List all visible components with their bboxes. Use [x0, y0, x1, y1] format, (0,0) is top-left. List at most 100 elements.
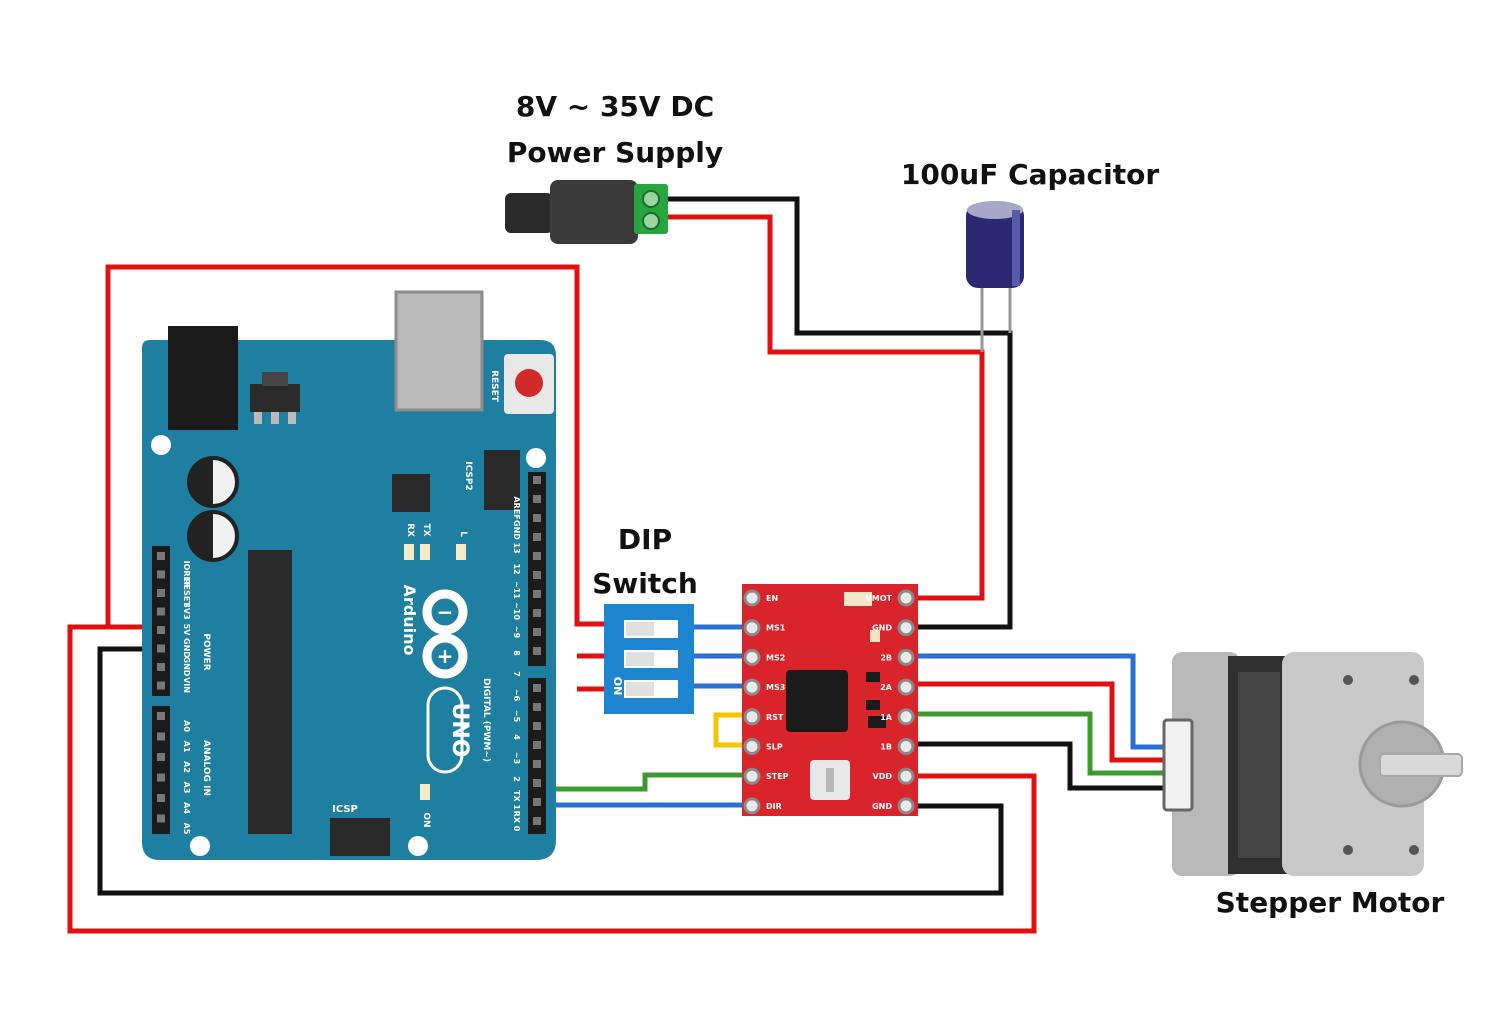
- power-header-pin: [157, 626, 165, 634]
- dip-position-label: 3: [663, 685, 677, 693]
- driver-resistor-1: [844, 592, 872, 606]
- driver-left-pin-label: RST: [766, 713, 784, 722]
- power-header-pin: [157, 552, 165, 560]
- driver-left-pin: [743, 589, 761, 607]
- voltage-regulator: [250, 384, 300, 412]
- power-pin-label: 3V3: [182, 602, 191, 619]
- analog-pin-label: A3: [182, 782, 191, 794]
- terminal-screw-1: [642, 190, 660, 208]
- icsp-header: [330, 818, 390, 856]
- gnd-label: GND: [512, 520, 521, 540]
- digital-header-low-pin: [533, 703, 541, 711]
- power-pin-label: VIN: [182, 677, 191, 693]
- uno-logo-outline: [426, 686, 464, 774]
- power-pin-label: 5V: [182, 624, 191, 637]
- power-jack-plug: [505, 193, 553, 233]
- motor-screw-1: [1343, 675, 1353, 685]
- capacitor: [966, 201, 1024, 288]
- usb-port: [394, 290, 484, 412]
- dip-switch-label-line1: DIP: [617, 523, 673, 556]
- power-jack: [505, 180, 668, 244]
- header-pins: [157, 476, 541, 825]
- driver-left-pin-label: MS3: [766, 683, 785, 692]
- analog-header-pin: [157, 773, 165, 782]
- power-pin-label: IOREF: [182, 561, 191, 588]
- power-pin-label: GND: [182, 657, 191, 677]
- dip-switch: 123 ON: [604, 604, 694, 714]
- driver-left-pin-label: DIR: [766, 802, 782, 811]
- dip-toggle: [626, 652, 654, 666]
- motor-front-cap: [1282, 652, 1424, 876]
- atmega-chip: [248, 550, 292, 834]
- wire-2b-to-motor: [906, 653, 1180, 750]
- analog-pin-label: A1: [182, 741, 191, 753]
- motor-shaft: [1379, 753, 1463, 777]
- motor-screw-3: [1343, 845, 1353, 855]
- power-header-pin: [157, 589, 165, 597]
- digital-pin-label: 4: [512, 734, 521, 740]
- tx-led: [404, 544, 414, 560]
- usb-interface-chip: [392, 474, 430, 512]
- digital-pin-label: 2: [512, 776, 521, 782]
- digital-header-low-pin: [533, 684, 541, 692]
- logo-plus: +: [437, 644, 454, 668]
- capacitor-body: [966, 204, 1024, 288]
- driver-left-pin: [743, 767, 761, 785]
- mounting-hole-1: [151, 435, 171, 455]
- digital-header-low-pin: [533, 741, 541, 749]
- dip-position-label: 2: [663, 655, 677, 663]
- capacitor-top: [967, 201, 1023, 219]
- mounting-hole-2: [526, 448, 546, 468]
- driver-right-pin: [897, 738, 915, 755]
- analog-header-pin: [157, 712, 165, 720]
- analog-section-label: ANALOG IN: [201, 740, 211, 796]
- driver-left-pin-label: MS1: [766, 624, 786, 633]
- wire-arduino-to-step: [540, 772, 752, 792]
- motor-connector: [1162, 718, 1194, 812]
- driver-right-pin-label: GND: [872, 624, 892, 633]
- driver-left-pin: [743, 648, 761, 666]
- digital-header-high: [528, 472, 546, 666]
- arduino-uno: − + UNO Arduino RESET ICSP2 ICSP TX RX L…: [142, 290, 556, 860]
- digital-header-high-pin: [533, 628, 541, 636]
- driver-left-pin: [743, 708, 761, 726]
- digital-pin-label: 12: [512, 563, 521, 574]
- driver-right-pin: [897, 678, 915, 696]
- digital-header-high-pin: [533, 552, 541, 560]
- digital-section-label: DIGITAL (PWM~): [481, 678, 491, 762]
- digital-header-high-pin: [533, 590, 541, 598]
- power-header-pin: [157, 607, 165, 616]
- wire-rst-slp-jumper: [713, 712, 752, 748]
- wires: [67, 196, 1180, 934]
- power-section-label: POWER: [201, 633, 211, 670]
- motor-stator-face: [1238, 672, 1280, 858]
- dip-on-label: ON: [611, 677, 624, 696]
- driver-left-pin-label: STEP: [766, 772, 789, 781]
- stepper-motor: [1162, 652, 1463, 876]
- power-supply-label: 8V ~ 35V DC Power Supply: [470, 84, 760, 176]
- arduino-brand: Arduino: [400, 585, 419, 656]
- analog-header-pin: [157, 732, 165, 741]
- digital-pin-label: ~3: [512, 752, 521, 764]
- driver-right-pin: [897, 797, 915, 815]
- arduino-logo: [422, 589, 468, 679]
- icsp2-header: [484, 450, 520, 510]
- driver-smd-3: [868, 716, 886, 728]
- dip-switch-label: DIP Switch: [580, 518, 710, 606]
- digital-pin-label: ~6: [512, 689, 521, 702]
- l-label: L: [458, 531, 468, 537]
- analog-header: [152, 706, 170, 834]
- digital-header-high-pin: [533, 609, 541, 617]
- regulator-pin-3: [288, 412, 296, 424]
- digital-header-low: [528, 678, 546, 834]
- driver-right-pin: [897, 708, 915, 726]
- driver-smd-4: [870, 630, 880, 642]
- stepper-driver: ENMS1MS2MS3RSTSLPSTEPDIRVMOTGND2B2A1A1BV…: [742, 584, 918, 816]
- wire-gnd-to-driver: [97, 646, 1004, 896]
- digital-header-high-pin: [533, 476, 541, 484]
- rx-label: RX: [405, 523, 415, 537]
- arduino-board: [142, 340, 556, 860]
- wire-2a-to-motor: [906, 681, 1180, 763]
- power-header-pin: [157, 644, 165, 653]
